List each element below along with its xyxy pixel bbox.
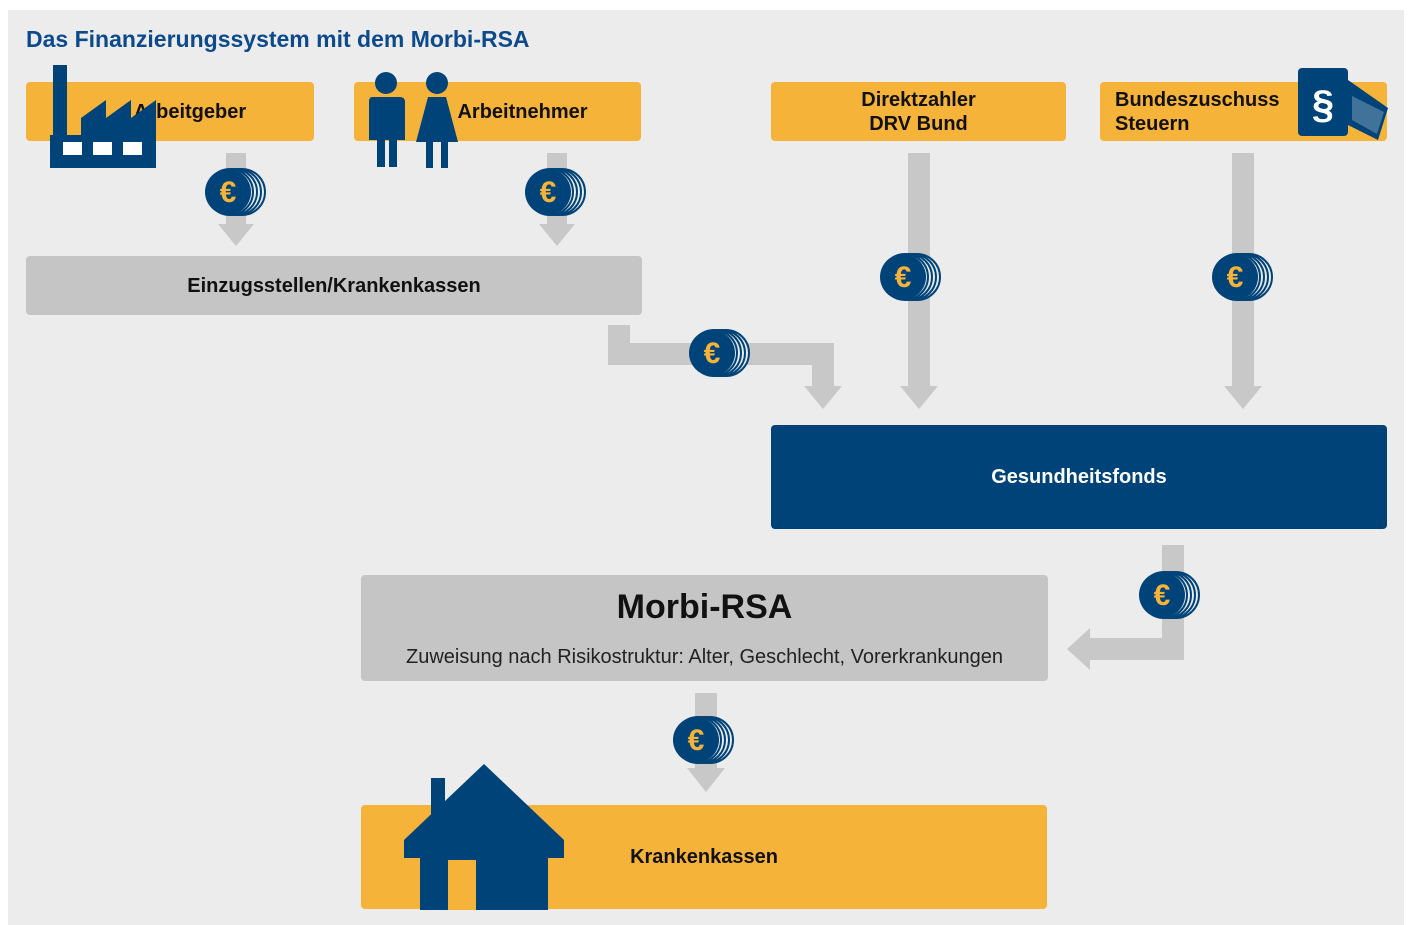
coin-icon: € [688, 329, 750, 377]
law-book-icon: § [1298, 68, 1388, 140]
coin-icon: € [524, 168, 586, 216]
node-direktzahler: Direktzahler DRV Bund [771, 82, 1066, 141]
coin-symbol: € [895, 261, 912, 294]
coin-icon: € [879, 253, 941, 301]
coin-symbol: € [540, 176, 557, 209]
node-einzugsstellen-label: Einzugsstellen/Krankenkassen [187, 274, 481, 297]
node-bundeszuschuss-line-1: Bundeszuschuss [1115, 88, 1280, 111]
node-einzugsstellen: Einzugsstellen/Krankenkassen [26, 256, 642, 315]
node-gesundheitsfonds-label: Gesundheitsfonds [991, 466, 1167, 488]
node-morbi-rsa-title: Morbi-RSA [616, 587, 793, 626]
node-arbeitgeber: Arbeitgeber [26, 82, 314, 141]
coin-symbol: € [688, 724, 705, 757]
house-icon [404, 764, 564, 910]
law-book-symbol: § [1312, 83, 1334, 127]
coin-symbol: € [1227, 261, 1244, 294]
coin-symbol: € [220, 176, 237, 209]
node-krankenkassen-label: Krankenkassen [630, 846, 778, 868]
node-morbi-rsa: Morbi-RSA Zuweisung nach Risikostruktur:… [361, 575, 1048, 681]
node-arbeitgeber-label: Arbeitgeber [133, 100, 247, 123]
diagram-title: Das Finanzierungssystem mit dem Morbi-RS… [26, 26, 530, 52]
coin-icon: € [1138, 571, 1200, 619]
coin-icon: € [204, 168, 266, 216]
coin-icon: € [1211, 253, 1273, 301]
woman-icon [416, 72, 458, 168]
node-bundeszuschuss-line-2: Steuern [1115, 112, 1190, 135]
coin-symbol: € [1154, 579, 1171, 612]
coin-icon: € [672, 716, 734, 764]
node-morbi-rsa-subtitle: Zuweisung nach Risikostruktur: Alter, Ge… [406, 646, 1003, 669]
node-arbeitnehmer-label: Arbeitnehmer [457, 100, 588, 123]
factory-icon [50, 65, 156, 168]
coin-symbol: € [704, 337, 721, 370]
node-direktzahler-line-2: DRV Bund [869, 112, 968, 135]
node-direktzahler-line-1: Direktzahler [861, 88, 976, 111]
node-gesundheitsfonds: Gesundheitsfonds [771, 425, 1387, 529]
man-icon [369, 72, 405, 167]
